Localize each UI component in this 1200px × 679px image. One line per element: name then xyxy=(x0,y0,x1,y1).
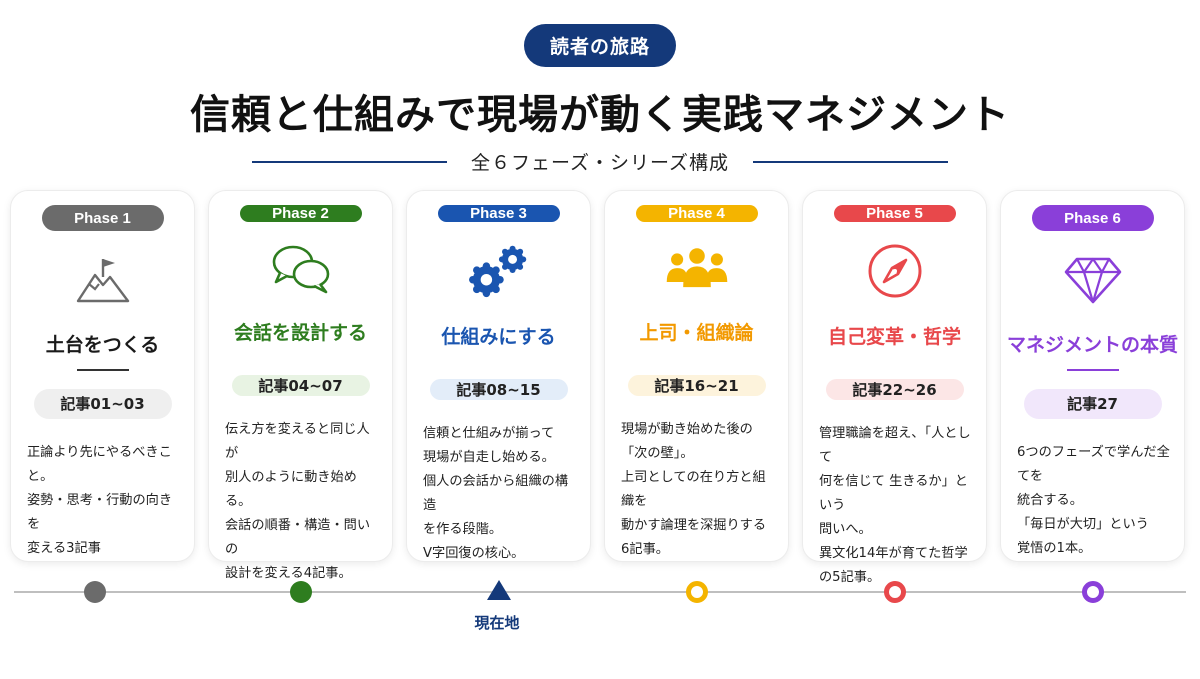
phase-label: Phase 1 xyxy=(41,205,164,232)
phase-title: 土台をつくる xyxy=(45,333,160,356)
mountain-flag-icon xyxy=(71,251,135,308)
phase-title: 上司・組織論 xyxy=(639,322,754,344)
compass-icon xyxy=(863,242,927,300)
phase-divider xyxy=(76,368,129,371)
phase-description: 伝え方を変えると同じ人が 別人のように動き始める。 会話の順番・構造・問いの 設… xyxy=(225,422,371,581)
article-range-badge: 記事27 xyxy=(1023,388,1162,420)
article-range-badge: 記事04~07 xyxy=(231,375,370,396)
phase-label: Phase 5 xyxy=(833,205,956,222)
phase-card: Phase 5 自己変革・哲学 記事22~26 管理職論を超え、「人として 何を… xyxy=(802,190,987,585)
subtitle-line-left xyxy=(251,160,447,163)
page-title: 信頼と仕組みで現場が動く実践マネジメント xyxy=(190,92,1010,138)
series-subtitle: 全６フェーズ・シリーズ構成 xyxy=(470,152,730,174)
article-range-badge: 記事16~21 xyxy=(627,375,766,396)
phase-label: Phase 4 xyxy=(635,205,758,222)
phase-description: 管理職論を超え、「人として 何を信じて 生きるか」という 問いへ。 異文化14年… xyxy=(819,426,971,585)
timeline-marker xyxy=(1081,581,1104,603)
timeline-marker xyxy=(83,581,106,603)
phase-title: 会話を設計する xyxy=(233,322,367,344)
phase-description: 現場が動き始めた後の 「次の壁」。 上司としての在り方と組織を 動かす論理を深掘… xyxy=(621,422,767,557)
phase-description: 信頼と仕組みが揃って 現場が自走し始める。 個人の会話から組織の構造 を作る段階… xyxy=(423,426,569,561)
article-range-badge: 記事01~03 xyxy=(33,388,172,420)
phase-card: Phase 1 土台をつくる 記事01~03 正論より先にやるべきこと。 姿勢・… xyxy=(10,190,195,562)
gears-icon xyxy=(467,242,531,300)
phase-divider xyxy=(1066,368,1119,371)
diamond-icon xyxy=(1061,251,1125,308)
timeline-line xyxy=(14,591,1186,593)
phase-description: 6つのフェーズで学んだ全てを 統合する。 「毎日が大切」という 覚悟の1本。 xyxy=(1017,445,1170,557)
subtitle-line-right xyxy=(753,160,949,163)
phase-description: 正論より先にやるべきこと。 姿勢・思考・行動の向きを 変える3記事 xyxy=(27,445,173,557)
article-range-badge: 記事08~15 xyxy=(429,379,568,400)
phase-cards: Phase 1 土台をつくる 記事01~03 正論より先にやるべきこと。 姿勢・… xyxy=(10,190,1185,585)
phase-card: Phase 4 上司・組織論 記事16~21 現場が動き始めた後の 「次の壁」。… xyxy=(604,190,789,562)
timeline-marker xyxy=(289,581,312,603)
phase-title: 仕組みにする xyxy=(441,326,556,348)
journey-tag: 読者の旅路 xyxy=(523,24,677,67)
phase-label: Phase 3 xyxy=(437,205,560,222)
timeline-marker xyxy=(685,581,708,603)
phase-title: 自己変革・哲学 xyxy=(827,326,961,348)
article-range-badge: 記事22~26 xyxy=(825,379,964,400)
chat-bubbles-icon xyxy=(269,242,333,296)
phase-card: Phase 6 マネジメントの本質 記事27 6つのフェーズで学んだ全てを 統合… xyxy=(1000,190,1185,562)
timeline-marker xyxy=(883,581,906,603)
team-icon xyxy=(665,242,729,296)
phase-label: Phase 6 xyxy=(1031,205,1154,232)
phase-card: Phase 3 仕組みにする 記事08~15 信頼と仕組みが揃って 現場が自走し… xyxy=(406,190,591,562)
phase-title: マネジメントの本質 xyxy=(1006,333,1178,356)
current-position-label: 現在地 xyxy=(474,614,520,632)
phase-card: Phase 2 会話を設計する 記事04~07 伝え方を変えると同じ人が 別人の… xyxy=(208,190,393,581)
current-position-marker xyxy=(486,580,511,600)
phase-label: Phase 2 xyxy=(239,205,362,222)
subtitle-row: 全６フェーズ・シリーズ構成 xyxy=(0,148,1200,175)
